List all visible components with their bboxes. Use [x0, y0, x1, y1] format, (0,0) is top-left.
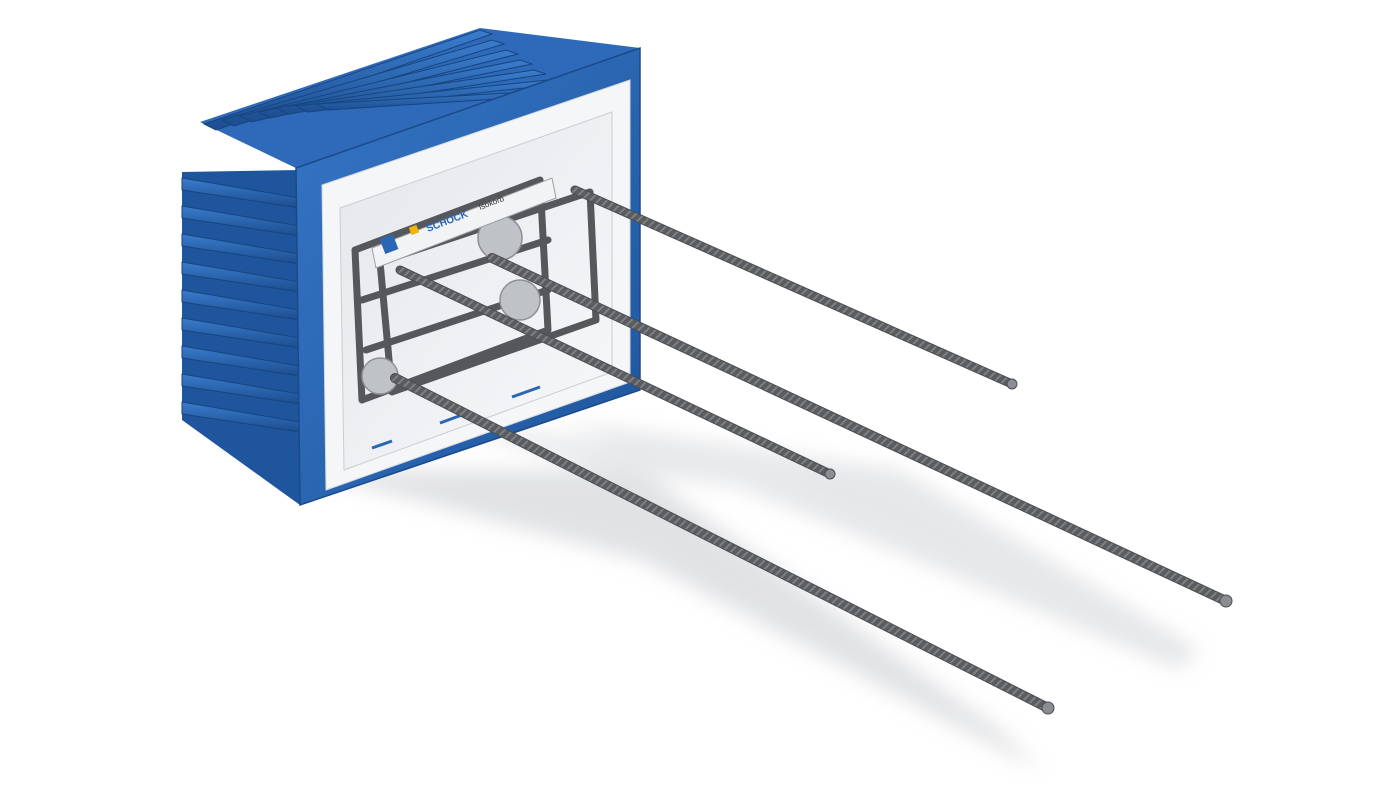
- blue-housing: [181, 28, 641, 507]
- rebar-bar-3: [395, 265, 835, 479]
- rebar-bar-2: [487, 253, 1231, 606]
- rebar-bar-1: [570, 185, 1017, 389]
- rebar-bars: [390, 185, 1233, 715]
- rebar-bar-4: [390, 373, 1053, 713]
- spacer-discs: [361, 215, 541, 395]
- side-fins: [181, 177, 301, 433]
- floor-shadow: [300, 420, 1200, 770]
- top-fins: [202, 29, 575, 131]
